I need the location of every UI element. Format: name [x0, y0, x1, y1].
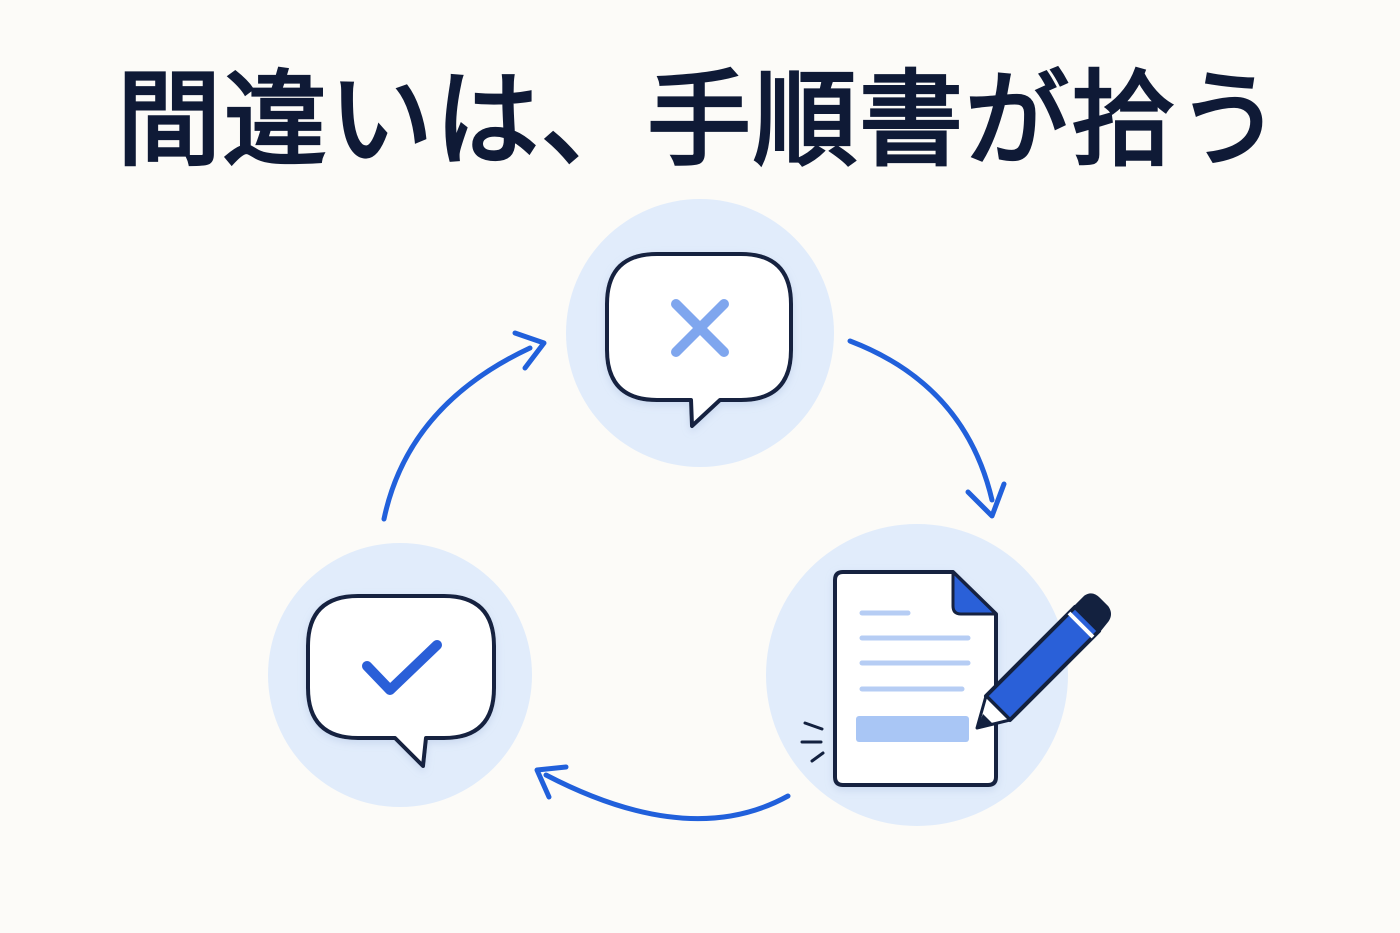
pencil-icon [975, 593, 1111, 730]
page-title: 間違いは、手順書が拾う [116, 59, 1283, 181]
flow-arrow-correct-to-mistake [381, 330, 547, 522]
flow-arrow-procedure-to-correct [534, 764, 791, 822]
speech-bubble-cross-icon [605, 252, 793, 428]
edit-spark-icon [800, 721, 825, 763]
cross-mark-icon [671, 299, 729, 357]
document-edit-icon [800, 570, 1111, 787]
speech-bubble-check-icon [306, 594, 496, 768]
check-mark-icon [362, 640, 442, 695]
flow-arrow-mistake-to-procedure [847, 338, 1007, 519]
document-icon [833, 570, 998, 787]
